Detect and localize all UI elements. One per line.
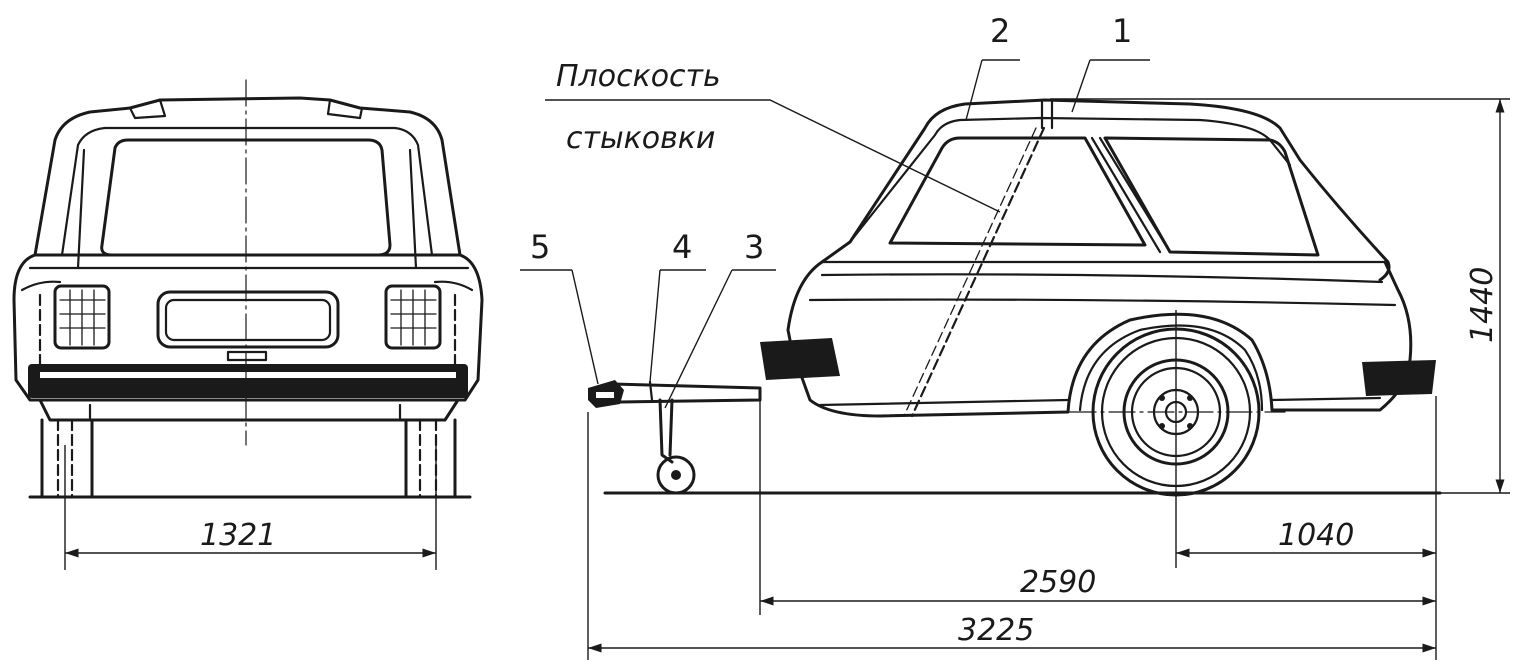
side-roof-outline xyxy=(820,98,1391,282)
plane-label-line1: Плоскость xyxy=(556,59,721,94)
leader-2 xyxy=(965,59,1020,121)
jockey-wheel-stem xyxy=(658,398,674,464)
rear-wheel-right xyxy=(404,418,457,499)
leader-3 xyxy=(664,269,776,409)
dim-total-length: 3225 xyxy=(958,613,1034,648)
dim-height: 1440 xyxy=(1465,267,1500,343)
drawbar xyxy=(610,382,762,404)
leader-4 xyxy=(649,269,706,383)
rear-body-line xyxy=(20,266,474,292)
callout-5: 5 xyxy=(530,228,550,266)
rear-view: 1321 xyxy=(12,79,484,570)
side-view: 1440 1040 2590 3225 1 2 3 4 5 Плоскость … xyxy=(520,12,1510,660)
leader-plane xyxy=(545,99,1001,213)
leader-5 xyxy=(520,269,599,385)
back-bumper xyxy=(1362,360,1436,396)
rear-bumper xyxy=(28,364,468,398)
callout-2: 2 xyxy=(990,12,1010,50)
rear-roof-outline xyxy=(33,96,462,257)
rear-roof-bumps xyxy=(128,98,364,120)
dim-axle-to-rear: 1040 xyxy=(1278,518,1354,553)
side-body-line xyxy=(808,298,1397,307)
callout-3: 3 xyxy=(744,228,764,266)
front-bumper xyxy=(760,338,840,380)
dim-width-rear: 1321 xyxy=(200,518,276,553)
callout-4: 4 xyxy=(672,228,692,266)
license-plate-frame xyxy=(156,290,340,349)
rear-lock xyxy=(226,350,268,362)
rear-wheel-left xyxy=(40,418,94,499)
side-lower-body xyxy=(786,260,1413,418)
tail-lights xyxy=(53,284,442,350)
rear-roof-inner xyxy=(60,126,434,257)
license-plate xyxy=(164,298,332,342)
dim-body-length: 2590 xyxy=(1020,565,1096,600)
side-sill xyxy=(818,396,1382,407)
rear-skirt xyxy=(38,398,460,422)
side-window-rear xyxy=(1103,136,1320,257)
leader-1 xyxy=(1071,59,1150,113)
side-window-front xyxy=(888,136,1147,247)
side-door-pillar xyxy=(1090,136,1172,254)
docking-plane-line xyxy=(910,126,1046,418)
wheel-arch xyxy=(1078,324,1264,412)
rear-pillars xyxy=(76,148,418,270)
roof-joint xyxy=(1040,98,1054,130)
callout-1: 1 xyxy=(1112,12,1132,50)
plane-label-line2: стыковки xyxy=(566,121,715,156)
side-belt-line xyxy=(820,260,1387,284)
rear-lower-body xyxy=(12,253,484,402)
side-roof-inner xyxy=(848,116,1292,244)
